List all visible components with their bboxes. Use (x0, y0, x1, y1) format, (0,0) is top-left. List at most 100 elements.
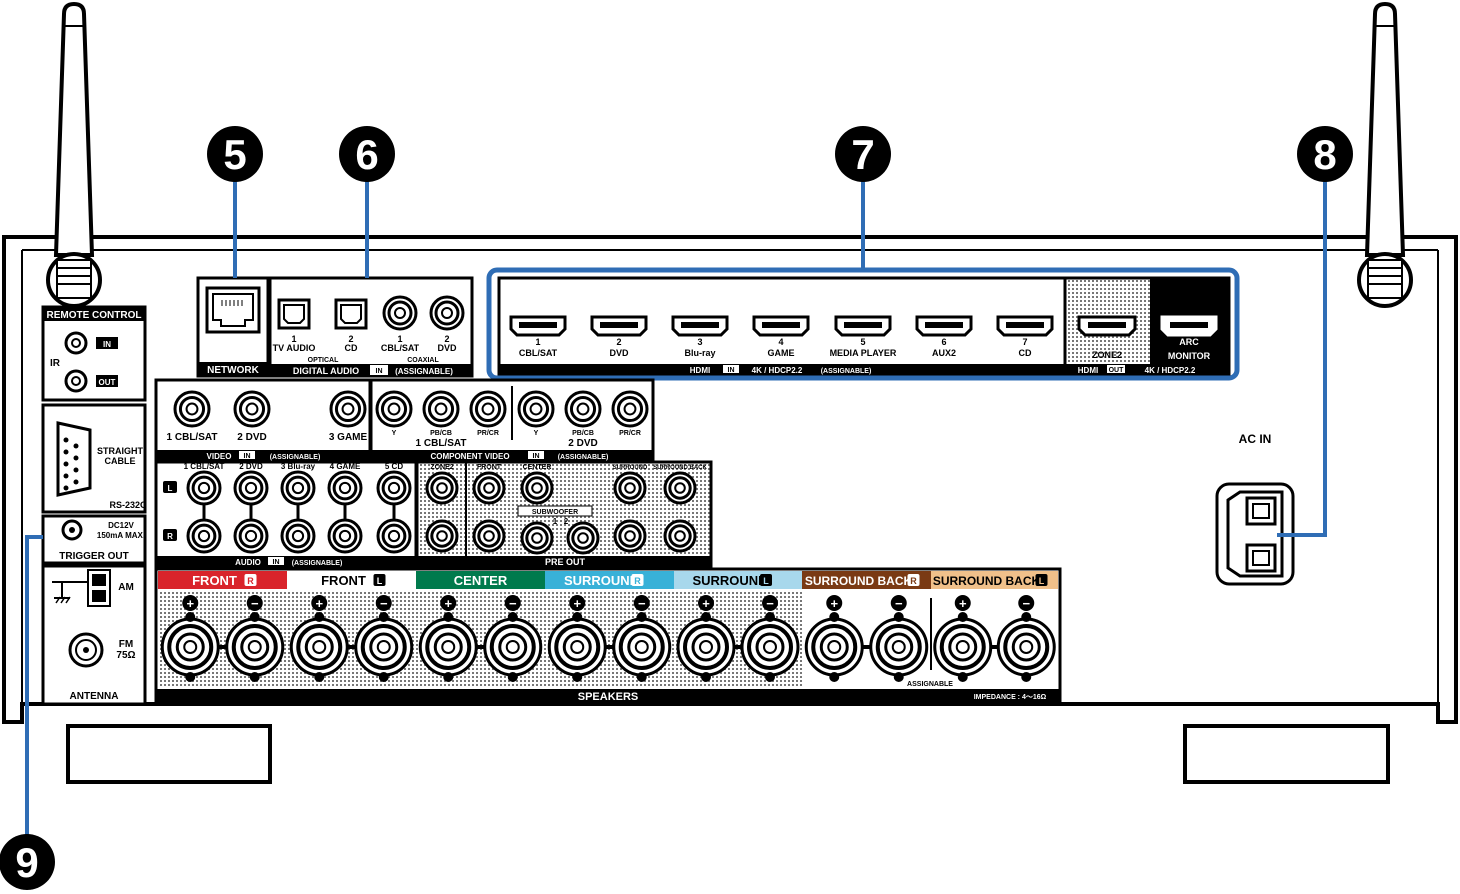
ac-in-section: AC IN (1215, 432, 1295, 586)
speaker-terminal[interactable] (740, 612, 800, 682)
plus-icon: + (826, 595, 843, 611)
hdmi-out-monitor-arc-port[interactable] (1160, 315, 1218, 337)
polarity-label: + (186, 596, 194, 611)
pre-out-jack[interactable] (663, 471, 697, 505)
hdmi-input-port[interactable] (915, 315, 973, 337)
component-video-jack[interactable] (611, 390, 649, 428)
trigger-out-jack[interactable] (61, 519, 83, 541)
video-input-jack[interactable] (233, 390, 271, 428)
speaker-channel-name: SURROUND BACK (933, 574, 1041, 588)
speaker-terminal[interactable] (869, 612, 929, 682)
video-input-jack[interactable] (173, 390, 211, 428)
speaker-side-badge: R (910, 576, 917, 586)
audio-input-jack-r[interactable] (280, 518, 316, 554)
minus-icon: − (246, 595, 263, 611)
pre-out-jacks (425, 471, 697, 555)
speaker-terminal[interactable] (483, 612, 543, 682)
audio-input-jack-l[interactable] (376, 470, 412, 506)
hdmi-out-zone2-port[interactable] (1077, 315, 1137, 337)
component-jack-label: PR/CR (477, 430, 499, 437)
component-video-jack[interactable] (517, 390, 555, 428)
component-video-jack[interactable] (469, 390, 507, 428)
audio-input-label: 2 DVD (239, 462, 263, 471)
audio-input-jack-l[interactable] (186, 470, 222, 506)
component-video-jack[interactable] (375, 390, 413, 428)
am-antenna-terminal[interactable] (52, 569, 111, 607)
speaker-terminal[interactable] (612, 612, 672, 682)
pre-out-jack[interactable] (425, 519, 459, 553)
trigger-out-label: TRIGGER OUT (59, 551, 128, 562)
speaker-terminal[interactable] (418, 612, 478, 682)
ethernet-port[interactable] (205, 286, 261, 334)
hdmi-input-num: 7 (1022, 337, 1027, 347)
speaker-terminal[interactable] (996, 612, 1056, 682)
hdmi-input-port[interactable] (834, 315, 892, 337)
fm-ohm-label: 75Ω (116, 650, 135, 661)
pre-out-jack[interactable] (520, 471, 554, 505)
optical-label: OPTICAL (308, 357, 339, 364)
speaker-terminal[interactable] (225, 612, 285, 682)
speakers-label: SPEAKERS (578, 691, 639, 703)
hdmi-arc-label: ARC (1179, 337, 1199, 347)
speaker-channel-name: SURROUND BACK (805, 574, 913, 588)
speaker-terminal[interactable] (354, 612, 414, 682)
pre-out-jack[interactable] (425, 471, 459, 505)
rs232c-port[interactable] (56, 421, 92, 497)
component-input2-label: 2 DVD (568, 438, 597, 449)
hdmi-input-port[interactable] (590, 315, 648, 337)
speaker-terminal[interactable] (289, 612, 349, 682)
audio-input-jack-r[interactable] (186, 518, 222, 554)
ac-inlet[interactable] (1215, 482, 1295, 586)
callout-badge-5: 5 (207, 126, 263, 182)
optical-input-cd[interactable] (334, 298, 368, 330)
component-video-jack[interactable] (564, 390, 602, 428)
hdmi-input-port[interactable] (752, 315, 810, 337)
audio-in-badge: IN (273, 559, 280, 566)
coaxial-input-dvd[interactable] (429, 295, 465, 331)
speaker-terminal[interactable] (804, 612, 864, 682)
callout-badge-6: 6 (339, 126, 395, 182)
pre-out-jack[interactable] (613, 519, 647, 553)
video-label: VIDEO (207, 452, 232, 461)
subwoofer-2-jack[interactable] (566, 521, 600, 555)
audio-input-jack-r[interactable] (327, 518, 363, 554)
hdmi-out-badge: OUT (1109, 367, 1125, 374)
video-input-label: 2 DVD (237, 432, 266, 443)
coaxial-input-cbl-sat[interactable] (382, 295, 418, 331)
ir-out-jack[interactable] (64, 369, 88, 393)
audio-input-jack-l[interactable] (327, 470, 363, 506)
optical-input-tv-audio[interactable] (277, 298, 311, 330)
component-video-jack[interactable] (422, 390, 460, 428)
pre-out-jack[interactable] (613, 471, 647, 505)
speaker-terminal[interactable] (676, 612, 736, 682)
audio-input-jack-r[interactable] (376, 518, 412, 554)
fm-antenna-jack[interactable] (68, 632, 104, 668)
hdmi-input-port[interactable] (509, 315, 567, 337)
minus-icon: − (633, 595, 650, 611)
speaker-channel-name: SURROUND (692, 573, 767, 588)
pre-out-jack[interactable] (663, 519, 697, 553)
pre-out-jack[interactable] (472, 519, 506, 553)
ir-in-label: IN (103, 340, 111, 349)
hdmi-input-port[interactable] (671, 315, 729, 337)
audio-input-jack-l[interactable] (280, 470, 316, 506)
audio-input-jack-r[interactable] (233, 518, 269, 554)
callout-number: 5 (223, 131, 246, 178)
component-jack-label: Y (392, 430, 397, 437)
audio-input-jack-l[interactable] (233, 470, 269, 506)
rs232c-label: RS-232C (109, 500, 147, 510)
antenna-label: ANTENNA (70, 691, 119, 702)
subwoofer-1-jack[interactable] (520, 521, 554, 555)
speakers-assignable: ASSIGNABLE (907, 681, 953, 688)
video-input-jack[interactable] (329, 390, 367, 428)
speaker-terminal[interactable] (160, 612, 220, 682)
ir-in-jack[interactable] (64, 331, 88, 355)
am-label: AM (118, 582, 134, 593)
component-input1-label: 1 CBL/SAT (416, 438, 467, 449)
hdmi-input-port[interactable] (996, 315, 1054, 337)
pre-out-jack[interactable] (472, 471, 506, 505)
preout-surround-back-label: SURROUND BACK (653, 465, 707, 471)
